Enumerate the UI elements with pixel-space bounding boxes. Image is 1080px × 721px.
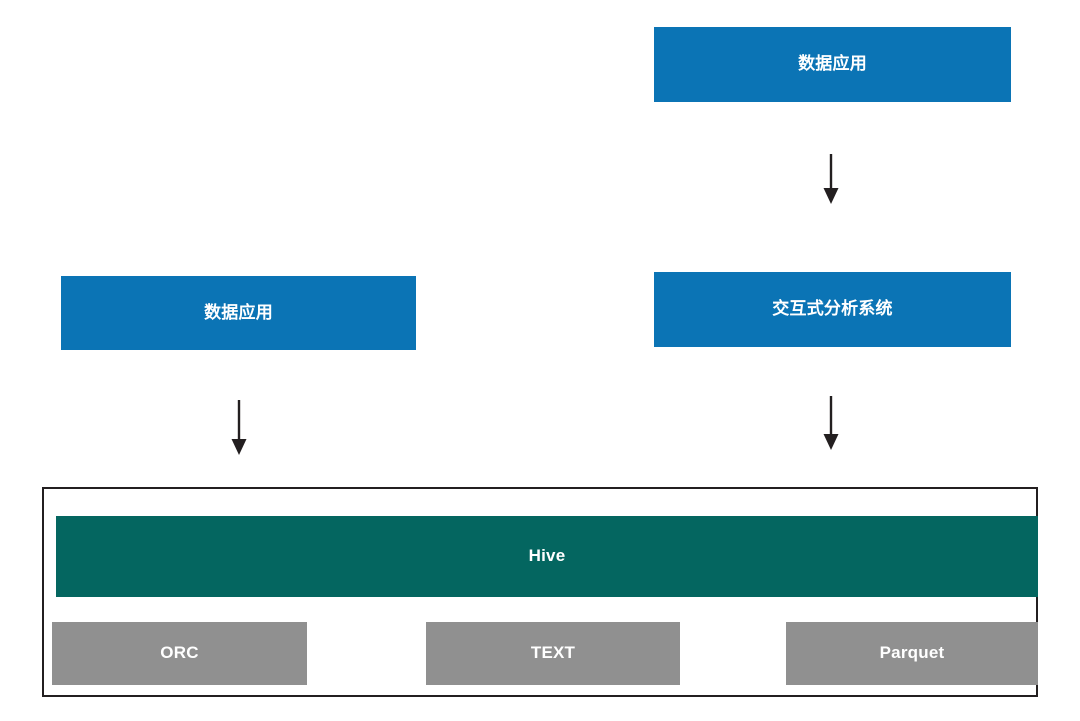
node-data-application-left[interactable]: 数据应用 (61, 276, 416, 350)
node-data-application-top[interactable]: 数据应用 (654, 27, 1011, 102)
node-storage-format-orc[interactable]: ORC (52, 622, 307, 685)
node-hive[interactable]: Hive (56, 516, 1038, 597)
node-storage-format-parquet[interactable]: Parquet (786, 622, 1038, 685)
arrow-left-app-to-hive (228, 400, 250, 455)
arrow-top-to-interactive-analysis (820, 154, 842, 204)
node-interactive-analysis-system[interactable]: 交互式分析系统 (654, 272, 1011, 347)
node-storage-format-text[interactable]: TEXT (426, 622, 680, 685)
arrow-interactive-analysis-to-hive (820, 396, 842, 450)
